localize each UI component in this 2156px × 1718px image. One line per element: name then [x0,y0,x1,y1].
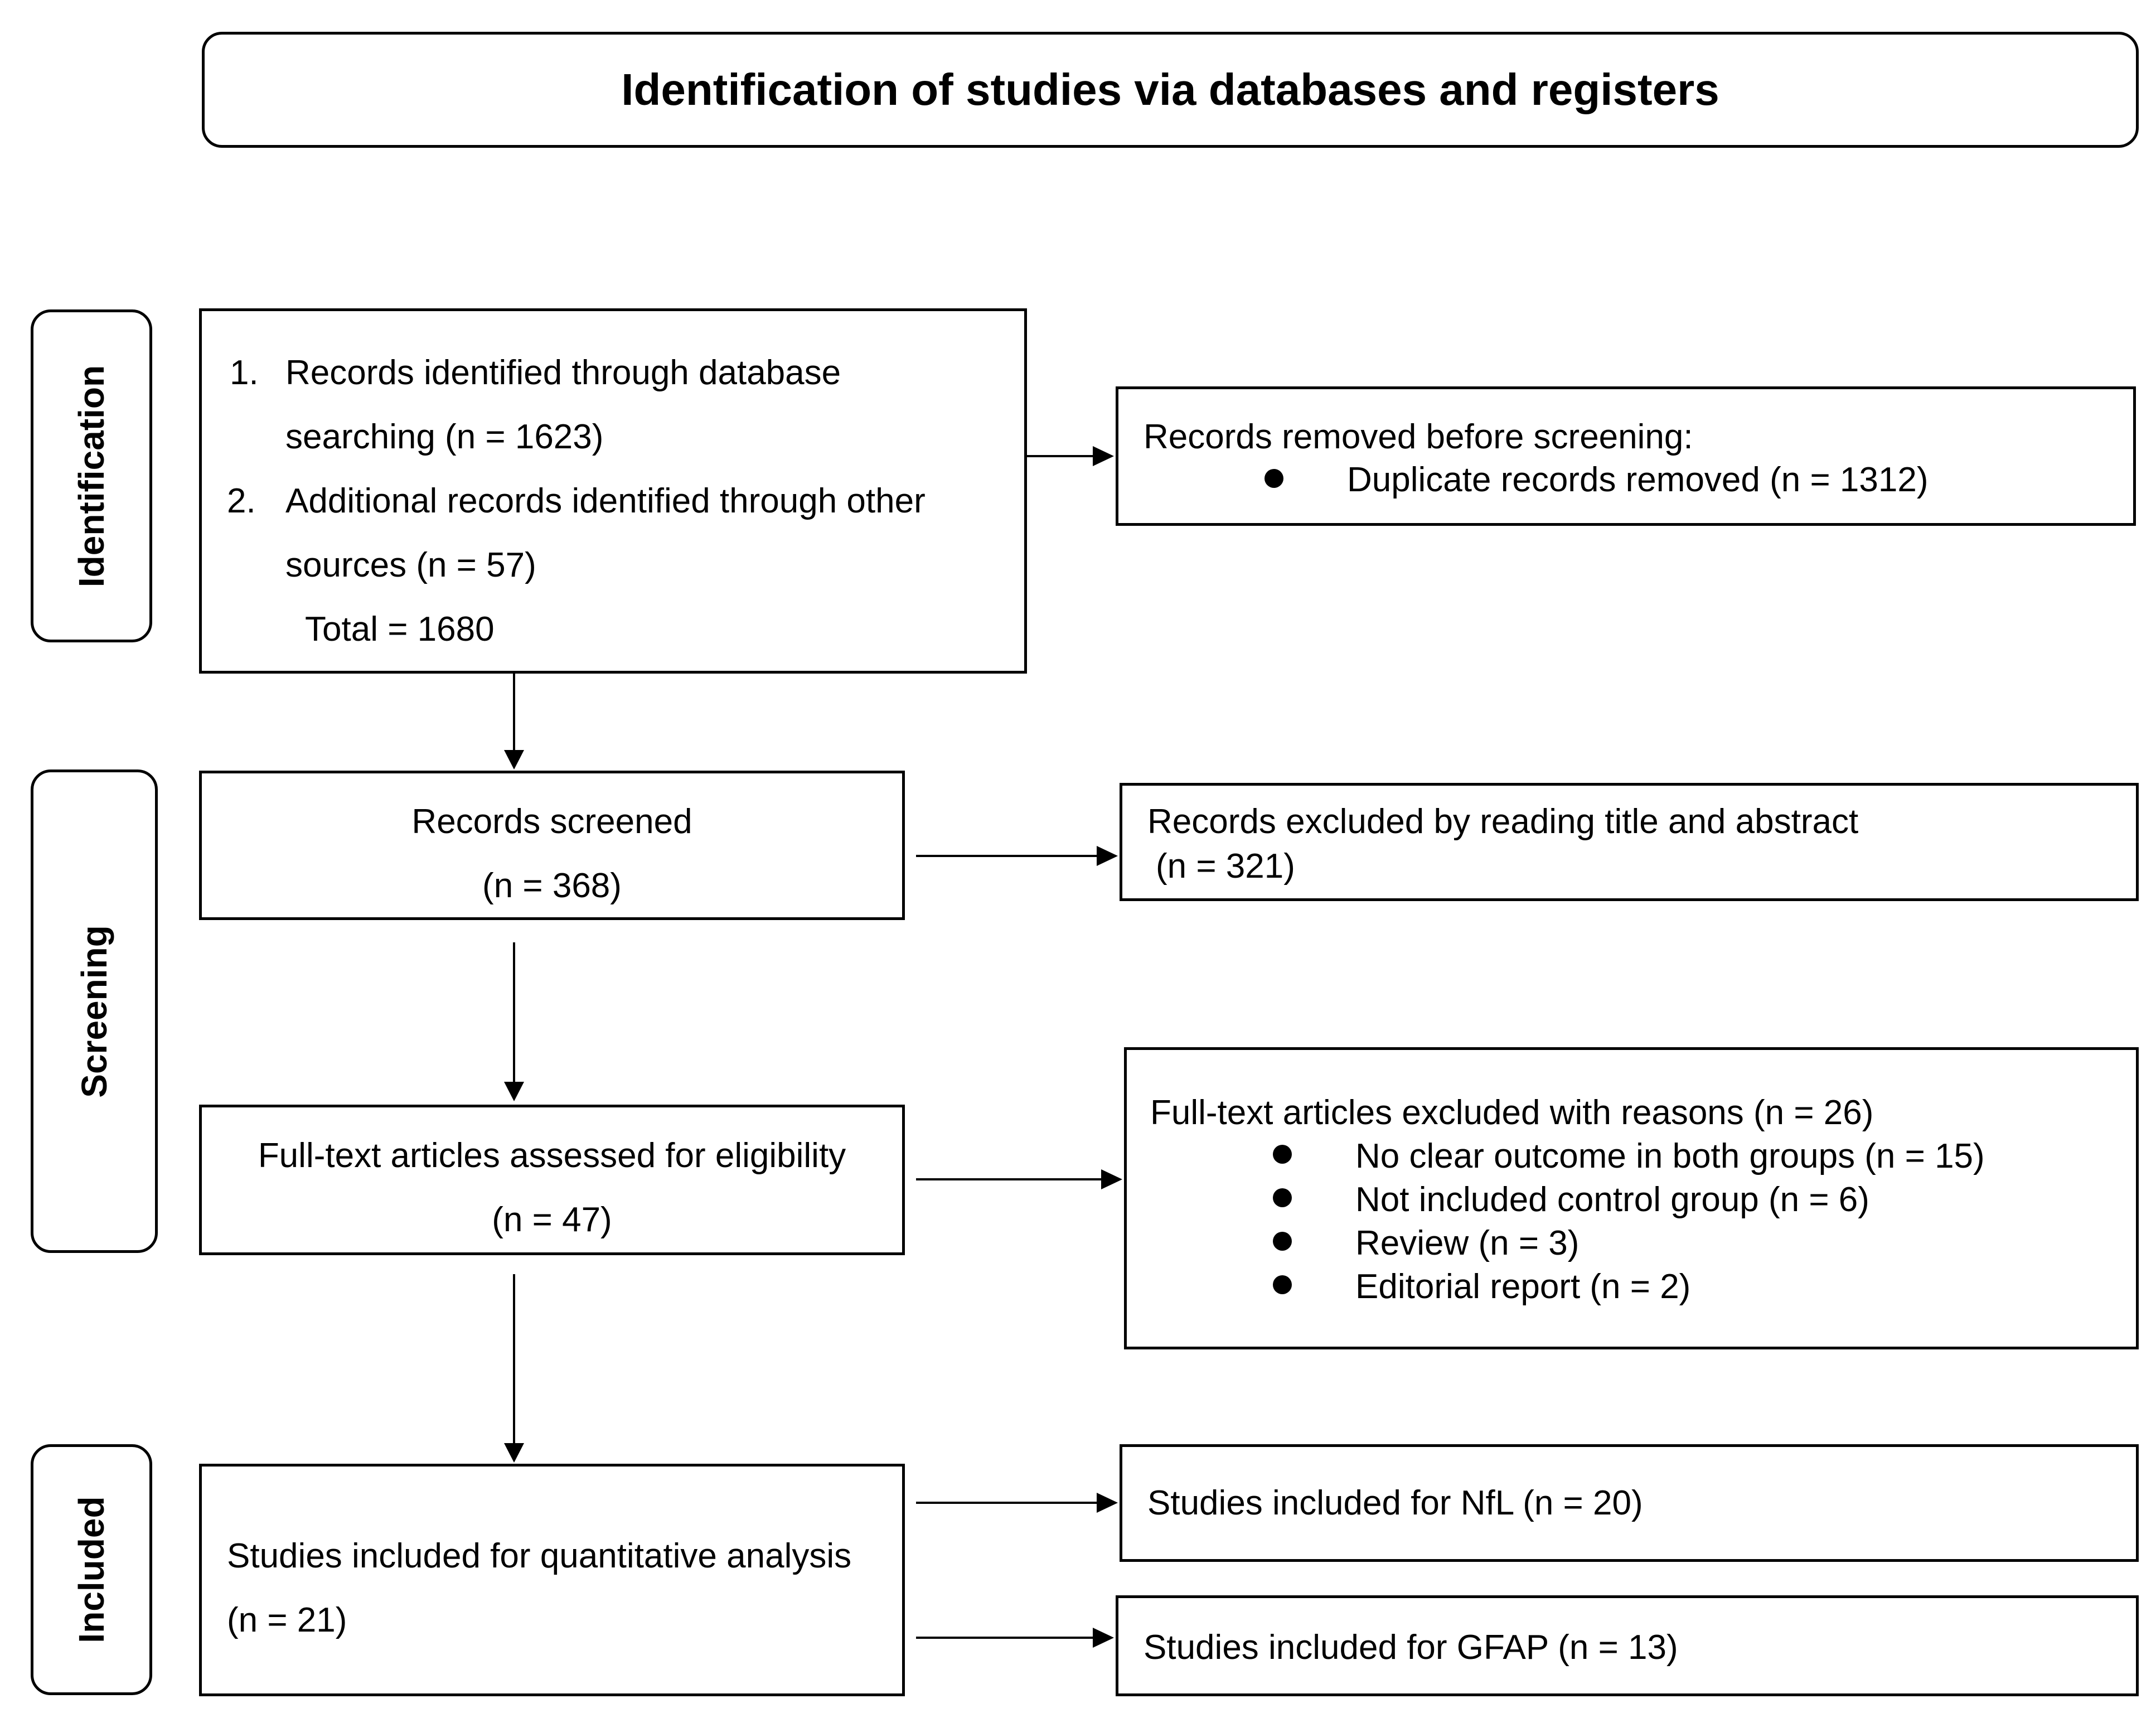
item1-line1: Records identified through database [285,354,841,392]
nfl-studies-text: Studies included for NfL (n = 20) [1147,1484,1643,1522]
fulltext-line2: (n = 47) [492,1201,612,1239]
bullet-icon [1273,1145,1292,1164]
fulltext-excluded-heading: Full-text articles excluded with reasons… [1150,1093,1874,1132]
gfap-studies-text: Studies included for GFAP (n = 13) [1144,1628,1678,1667]
reason-item: Review (n = 3) [1355,1224,1580,1262]
arrowhead [504,750,524,770]
studies-included-box: Studies included for quantitative analys… [199,1464,905,1696]
fulltext-assessed-box: Full-text articles assessed for eligibil… [199,1105,905,1255]
records-screened-box: Records screened (n = 368) [199,771,905,920]
screened-line2: (n = 368) [482,867,622,905]
stage-screening: Screening [31,770,158,1253]
reason-item: Not included control group (n = 6) [1355,1180,1869,1219]
excluded-title-line2: (n = 321) [1156,847,1295,885]
fulltext-line1: Full-text articles assessed for eligibil… [258,1136,846,1175]
item2-line1: Additional records identified through ot… [285,482,926,520]
arrowhead [1093,446,1114,466]
included-line2: (n = 21) [227,1601,347,1639]
arrowhead [1097,846,1118,866]
removed-duplicates: Duplicate records removed (n = 1312) [1347,461,1929,499]
item1-line2: searching (n = 1623) [285,418,604,456]
stage-included: Included [31,1444,152,1695]
arrowhead [1097,1493,1118,1513]
bullet-icon [1273,1232,1292,1251]
reason-item: No clear outcome in both groups (n = 15) [1355,1137,1985,1175]
arrowhead [1101,1169,1122,1189]
bullet-icon [1273,1275,1292,1294]
bullet-icon [1264,469,1283,488]
removed-before-screening-box: Records removed before screening: Duplic… [1116,386,2136,526]
screened-line1: Records screened [411,802,692,841]
fulltext-excluded-box: Full-text articles excluded with reasons… [1124,1047,2139,1349]
title-box: Identification of studies via databases … [202,32,2139,148]
arrowhead [504,1082,524,1101]
arrowhead [504,1443,524,1463]
included-line1: Studies included for quantitative analys… [227,1537,852,1575]
item2-number: 2. [227,482,256,520]
stage-identification: Identification [31,309,152,642]
bullet-icon [1273,1188,1292,1207]
excluded-title-line1: Records excluded by reading title and ab… [1147,802,1859,841]
reason-item: Editorial report (n = 2) [1355,1267,1691,1306]
page-title: Identification of studies via databases … [621,65,1719,114]
excluded-title-abstract-box: Records excluded by reading title and ab… [1120,783,2139,901]
nfl-studies-box: Studies included for NfL (n = 20) [1120,1444,2139,1562]
removed-heading: Records removed before screening: [1144,418,1693,456]
total-records: Total = 1680 [305,610,495,649]
item1-number: 1. [230,354,259,392]
gfap-studies-box: Studies included for GFAP (n = 13) [1116,1595,2139,1696]
arrowhead [1093,1628,1114,1648]
item2-line2: sources (n = 57) [285,546,536,584]
identification-records-box: 1. Records identified through database s… [199,308,1027,674]
